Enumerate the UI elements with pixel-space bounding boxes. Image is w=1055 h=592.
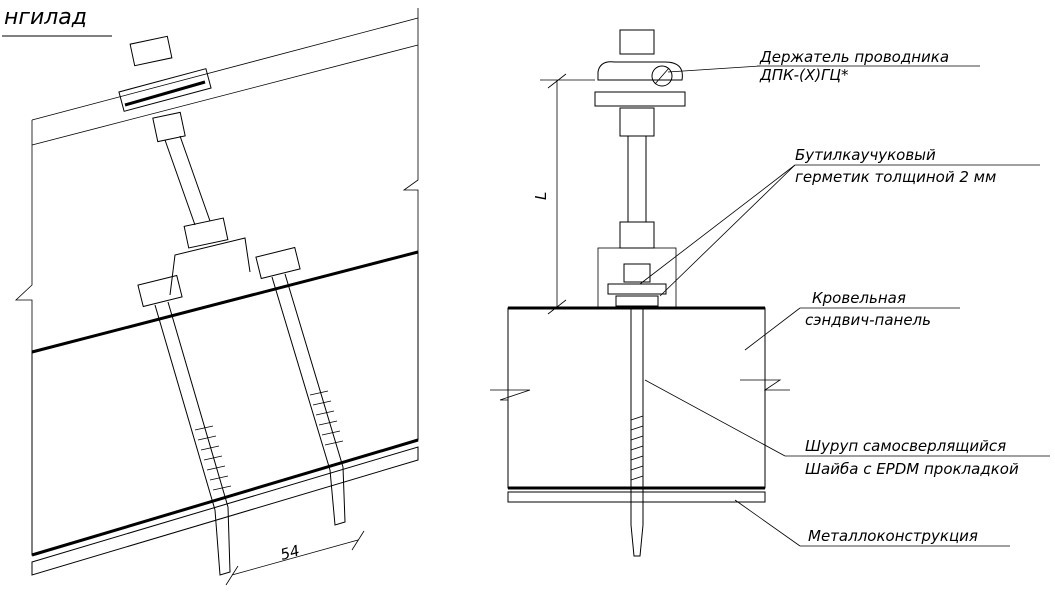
- dimension-tick: [225, 565, 239, 586]
- label-sealant-1: Бутилкаучуковый: [795, 146, 936, 164]
- label-panel-1: Кровельная: [812, 289, 906, 307]
- lower-nut-right: [619, 221, 655, 249]
- leader-holder: [667, 65, 761, 73]
- label-metal: Металлоконструкция: [808, 527, 978, 545]
- screw-thread: [194, 425, 232, 491]
- screw-left-1: [137, 274, 232, 576]
- mid-nut: [152, 111, 186, 143]
- label-sealant-2: герметик толщиной 2 мм: [795, 168, 996, 186]
- metal-structure-left: [31, 446, 419, 576]
- upper-slope-line: [31, 17, 419, 121]
- conductor-hatch: [654, 67, 670, 85]
- leader-metal: [734, 499, 801, 547]
- bracket: [169, 237, 251, 296]
- mid-nut-right: [619, 107, 655, 137]
- washer-right: [607, 283, 667, 295]
- dimension-tick: [547, 73, 567, 89]
- screw-thread-right: [630, 415, 644, 481]
- top-nut: [129, 35, 173, 67]
- screw-shank-right: [630, 306, 644, 525]
- panel-top-skin: [31, 250, 419, 354]
- screw-shank: [154, 301, 229, 511]
- sealant-right: [615, 295, 659, 307]
- right-section-view: L Держатель проводника ДПК-(Х)ГЦ* Бутилк…: [490, 29, 1050, 557]
- holder-plate: [594, 91, 686, 107]
- top-nut-right: [619, 29, 655, 55]
- screw-tip: [214, 506, 231, 576]
- stud-rod-right: [627, 136, 647, 222]
- leader-sealant-1: [639, 164, 796, 285]
- leader-screw: [644, 379, 786, 457]
- screw-tip: [329, 466, 346, 526]
- lower-nut: [183, 217, 229, 249]
- dimension-tick: [547, 299, 567, 315]
- dimension-height-label: L: [532, 192, 550, 200]
- sandwich-panel-right: [507, 307, 766, 489]
- sandwich-panel-left: [31, 251, 419, 556]
- upper-slope-line-2: [31, 44, 419, 146]
- base-block: [597, 247, 677, 309]
- dimension-line: [231, 539, 359, 576]
- leader-panel: [744, 307, 801, 351]
- left-break-line: [14, 120, 33, 352]
- dimension-spacing-label: 54: [278, 542, 301, 564]
- screw-left-2: [255, 246, 346, 526]
- fragment-title: нгилад: [4, 5, 87, 30]
- holder-clamp-right: [597, 61, 683, 81]
- leader-sealant-2: [659, 164, 796, 297]
- left-section-view: нгилад: [2, 5, 419, 586]
- label-holder-1: Держатель проводника: [759, 48, 949, 66]
- conductor-circle: [651, 65, 673, 87]
- clamp-body: [118, 68, 212, 112]
- right-break-line: [402, 8, 419, 252]
- dimension-tick: [351, 530, 365, 551]
- break-mark-left: [490, 389, 531, 401]
- dimension-spacing: 54: [225, 530, 365, 586]
- label-holder-2: ДПК-(Х)ГЦ*: [759, 66, 849, 84]
- label-screw: Шуруп самосверлящийся: [805, 437, 1006, 455]
- label-washer: Шайба с EPDM прокладкой: [805, 460, 1019, 478]
- break-mark-right: [740, 379, 790, 391]
- screw-head: [137, 274, 183, 308]
- dimension-height: L: [532, 73, 595, 315]
- screw-tip-right: [630, 524, 644, 557]
- screw-head-right: [623, 263, 651, 283]
- clamp-base: [124, 80, 206, 107]
- screw-thread: [309, 390, 344, 446]
- screw-shank: [271, 273, 344, 471]
- metal-structure-right: [507, 491, 766, 503]
- screw-head: [255, 246, 301, 280]
- stud-rod: [164, 135, 211, 226]
- label-panel-2: сэндвич-панель: [805, 311, 931, 329]
- holder-stud-left: [118, 35, 251, 296]
